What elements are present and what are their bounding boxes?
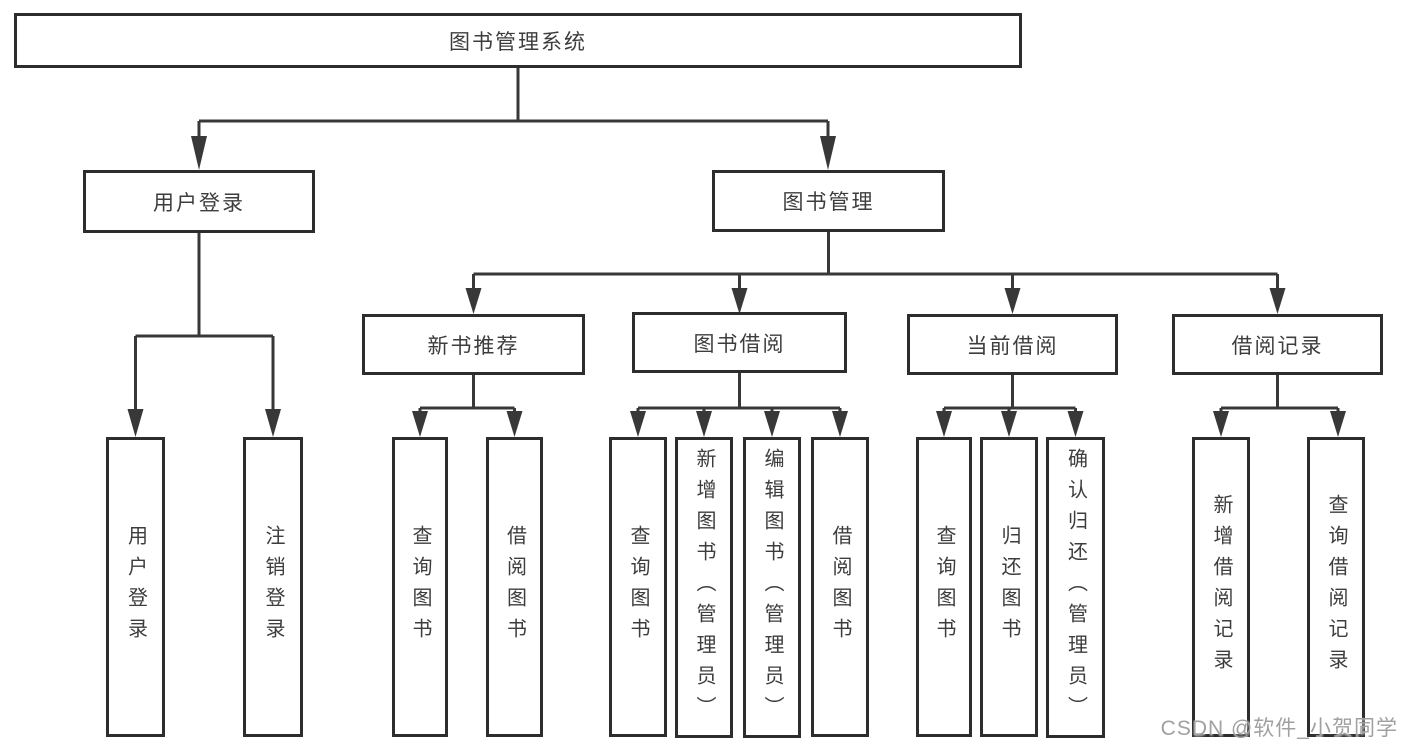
node-label: 图书管理系统 (449, 30, 587, 54)
node-label: 借阅图书 (829, 525, 851, 649)
node-root: 图书管理系统 (14, 13, 1022, 68)
node-leaf-borrow-query: 查询图书 (609, 437, 667, 737)
node-label: 用户登录 (153, 191, 245, 215)
node-label: 归还图书 (998, 525, 1020, 649)
node-label: 借阅记录 (1231, 334, 1324, 358)
node-leaf-borrow-borrow: 借阅图书 (811, 437, 869, 737)
watermark-text: CSDN @软件_小贺同学 (1160, 717, 1398, 740)
node-label: 新增借阅记录 (1210, 494, 1232, 680)
node-leaf-current-confirm-admin: 确认归还（管理员） (1046, 437, 1105, 738)
node-leaf-borrow-add-admin: 新增图书（管理员） (675, 437, 733, 738)
node-new-book-recommend: 新书推荐 (362, 314, 585, 375)
node-label: 确认归还（管理员） (1064, 448, 1087, 727)
node-leaf-record-query: 查询借阅记录 (1307, 437, 1365, 737)
node-label: 借阅图书 (503, 525, 526, 649)
node-leaf-logout: 注销登录 (243, 437, 303, 737)
node-book-borrow: 图书借阅 (632, 312, 847, 373)
node-leaf-current-query: 查询图书 (916, 437, 972, 737)
node-borrow-records: 借阅记录 (1172, 314, 1383, 375)
node-label: 新书推荐 (427, 334, 520, 358)
node-user-login: 用户登录 (83, 170, 315, 233)
node-leaf-newbook-borrow: 借阅图书 (486, 437, 543, 737)
node-label: 查询图书 (933, 525, 955, 649)
node-leaf-newbook-query: 查询图书 (392, 437, 448, 737)
node-label: 图书管理 (782, 191, 875, 214)
node-label: 编辑图书（管理员） (761, 448, 783, 727)
node-leaf-current-return: 归还图书 (980, 437, 1038, 737)
node-leaf-user-login: 用户登录 (106, 437, 165, 737)
node-label: 用户登录 (124, 525, 147, 649)
node-label: 当前借阅 (966, 334, 1059, 358)
node-label: 新增图书（管理员） (693, 448, 715, 727)
node-label: 查询图书 (409, 525, 431, 649)
node-label: 注销登录 (262, 525, 284, 649)
node-label: 图书借阅 (693, 332, 786, 356)
node-book-management: 图书管理 (712, 170, 945, 232)
node-leaf-borrow-edit-admin: 编辑图书（管理员） (743, 437, 801, 738)
node-current-borrow: 当前借阅 (907, 314, 1118, 375)
node-leaf-record-add: 新增借阅记录 (1192, 437, 1250, 737)
node-label: 查询借阅记录 (1325, 494, 1347, 680)
node-label: 查询图书 (627, 525, 649, 649)
